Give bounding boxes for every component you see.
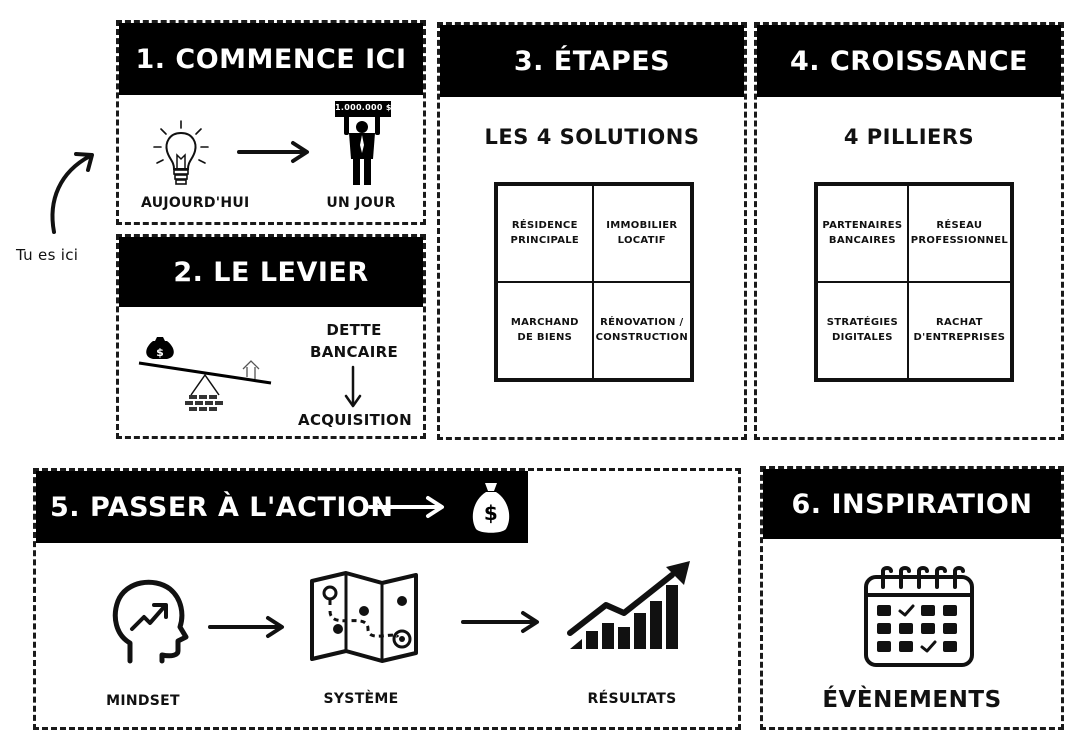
money-bag-icon [472,483,510,533]
today-label: AUJOURD'HUI [141,195,250,211]
pillars-grid: PARTENAIRES BANCAIRES RÉSEAU PROFESSIONN… [814,182,1014,382]
arrow-right-icon [368,496,444,518]
grid-cell-residence: RÉSIDENCE PRINCIPALE [497,185,593,282]
card-title: 2. LE LEVIER [119,237,423,307]
card-title: 5. PASSER À L'ACTION [50,491,394,523]
card-croissance: 4. CROISSANCE 4 PILLIERS PARTENAIRES BAN… [754,22,1064,440]
calendar-icon [864,566,974,667]
one-day-label: UN JOUR [326,195,396,211]
card-title: 6. INSPIRATION [763,469,1061,539]
lever-seesaw-icon: $ [138,337,272,411]
grid-cell-rachat: RACHAT D'ENTREPRISES [907,282,1011,379]
acquisition-label: ACQUISITION [298,411,412,429]
million-sign-text: 1.000.000 $ [335,103,392,112]
bank-debt-line2: BANCAIRE [310,343,398,361]
money-bag-symbol: $ [483,501,499,525]
svg-text:$: $ [156,346,164,359]
lightbulb-icon [153,120,209,185]
card-title-bar: 5. PASSER À L'ACTION [36,471,528,543]
card-title: 1. COMMENCE ICI [119,23,423,95]
you-are-here-label: Tu es ici [16,246,79,264]
arrow-right-icon [208,616,284,638]
card-title: 3. ÉTAPES [440,25,744,97]
arrow-down-icon [344,365,362,408]
card-subtitle: LES 4 SOLUTIONS [484,125,700,149]
arrow-right-icon [237,141,309,163]
grid-cell-immobilier: IMMOBILIER LOCATIF [592,185,691,282]
step-label-resultats: RÉSULTATS [587,691,677,707]
curved-arrow-icon [50,152,94,234]
step-label-systeme: SYSTÈME [323,691,399,707]
card-passer-action: 5. PASSER À L'ACTION $ [33,468,741,730]
arrow-right-icon [461,611,539,633]
card-subtitle: 4 PILLIERS [843,125,975,149]
grid-cell-reseau: RÉSEAU PROFESSIONNEL [907,185,1011,282]
card-le-levier: 2. LE LEVIER $ DETTE BANCAIRE ACQUISITIO… [116,234,426,439]
growth-chart-icon [567,561,690,649]
events-label: ÉVÈNEMENTS [822,687,1002,713]
card-title: 4. CROISSANCE [757,25,1061,97]
million-sign [335,101,391,117]
map-route-icon [310,571,418,663]
mindset-head-icon [112,579,189,664]
card-commence-ici: 1. COMMENCE ICI 1.000.000 $ AUJOURD'HUI … [116,20,426,225]
grid-cell-partenaires: PARTENAIRES BANCAIRES [817,185,908,282]
grid-cell-marchand: MARCHAND DE BIENS [497,282,593,379]
step-label-mindset: MINDSET [106,693,180,709]
card-etapes: 3. ÉTAPES LES 4 SOLUTIONS RÉSIDENCE PRIN… [437,22,747,440]
grid-cell-strategies: STRATÉGIES DIGITALES [817,282,908,379]
person-holding-sign-icon [344,115,380,185]
solutions-grid: RÉSIDENCE PRINCIPALE IMMOBILIER LOCATIF … [494,182,694,382]
card-inspiration: 6. INSPIRATION ÉVÈNEMENTS [760,466,1064,730]
grid-cell-renovation: RÉNOVATION / CONSTRUCTION [592,282,691,379]
bank-debt-line1: DETTE [326,321,382,339]
